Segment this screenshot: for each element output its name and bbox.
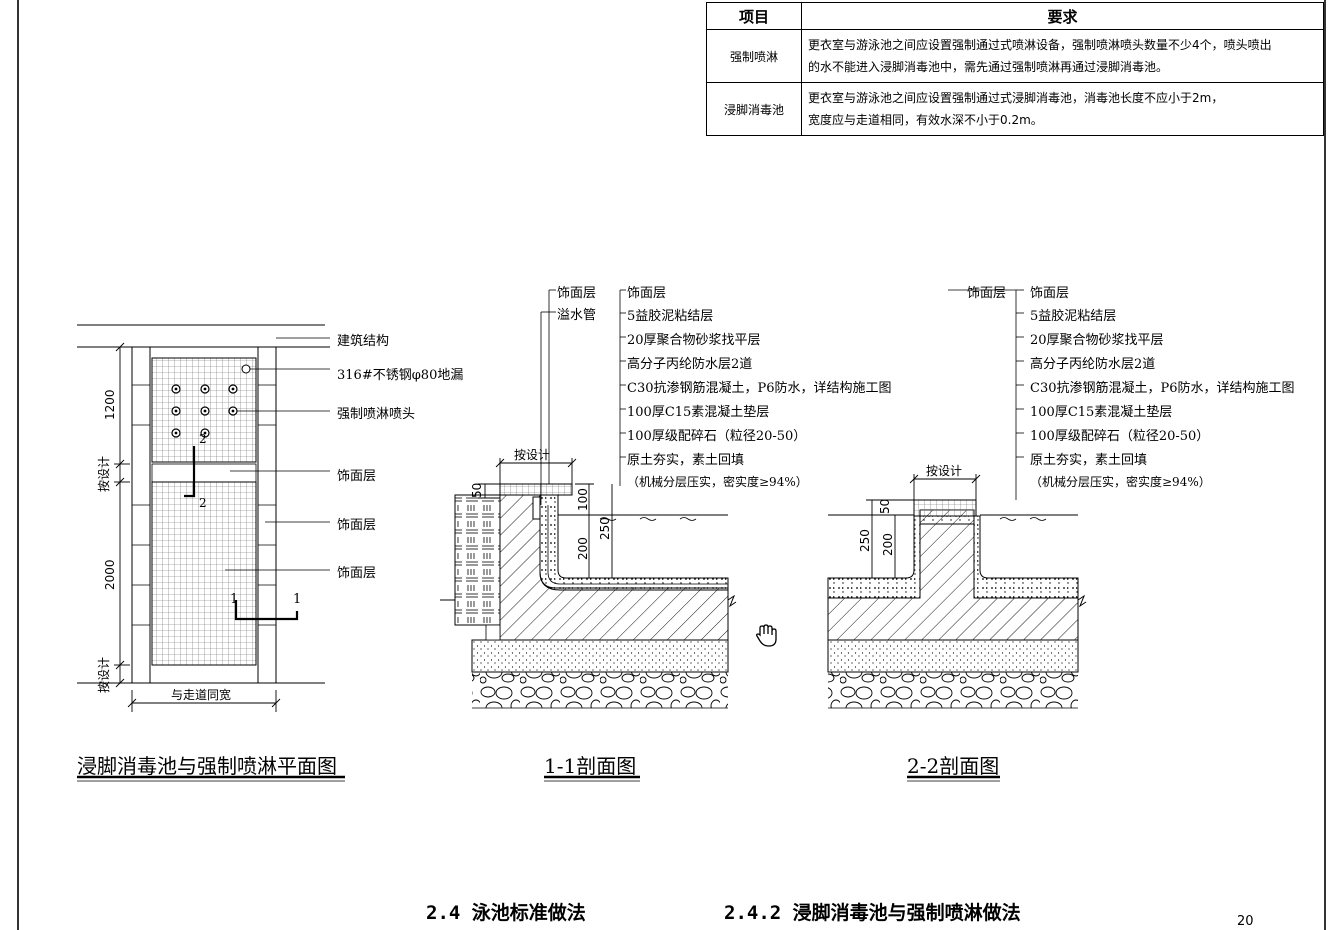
section2-title: 2-2剖面图 (907, 754, 1000, 778)
table-header-requirement: 要求 (801, 2, 1324, 30)
s1-label-finish: 饰面层 (557, 286, 597, 301)
hand-cursor-icon (756, 624, 777, 647)
s1-dim-200: 200 (576, 537, 590, 560)
s1-layer: （机械分层压实，密实度≥94%） (627, 475, 808, 489)
section-1-1-drawing (440, 289, 737, 782)
s2-layer: 20厚聚合物砂浆找平层 (1030, 333, 1164, 348)
plan-width-label: 与走道同宽 (171, 688, 232, 702)
table-cell-item: 强制喷淋 (706, 29, 802, 83)
plan-label-floor-drain: 316#不锈钢φ80地漏 (337, 368, 464, 383)
s2-layer: 饰面层 (1030, 286, 1070, 301)
plan-dim-as-designed: 按设计 (97, 656, 111, 693)
table-cell-requirement: 更衣室与游泳池之间应设置强制通过式浸脚消毒池，消毒池长度不应小于2m， 宽度应与… (801, 82, 1324, 136)
s2-layer: 100厚C15素混凝土垫层 (1030, 405, 1173, 420)
s2-layer: 高分子丙纶防水层2道 (1030, 357, 1156, 372)
s1-dim-50: 50 (470, 482, 484, 498)
s2-dim-250: 250 (858, 529, 872, 552)
section-2-2-drawing (827, 289, 1087, 782)
footer-chapter: 2.4 泳池标准做法 (426, 902, 586, 924)
section-mark: 2 (199, 496, 207, 510)
s2-layer: 100厚级配碎石（粒径20-50） (1030, 429, 1210, 444)
section-mark: 2 (199, 432, 207, 446)
page-number: 20 (1237, 914, 1254, 929)
requirement-line: 更衣室与游泳池之间应设置强制通过式喷淋设备，强制喷淋喷头数量不少4个，喷头喷出 (808, 38, 1272, 52)
requirements-table: 项目 要求 强制喷淋 更衣室与游泳池之间应设置强制通过式喷淋设备，强制喷淋喷头数… (706, 2, 1324, 136)
s2-layer: （机械分层压实，密实度≥94%） (1030, 475, 1211, 489)
s1-layer: 100厚级配碎石（粒径20-50） (627, 429, 807, 444)
plan-dim-as-designed: 按设计 (97, 455, 111, 492)
plan-label-structure: 建筑结构 (337, 334, 390, 349)
s1-dim-100: 100 (576, 488, 590, 511)
requirement-line: 宽度应与走道相同，有效水深不小于0.2m。 (808, 113, 1043, 127)
plan-dim-2000: 2000 (103, 559, 117, 590)
s1-dim-250: 250 (598, 517, 612, 540)
requirement-line: 的水不能进入浸脚消毒池中，需先通过强制喷淋再通过浸脚消毒池。 (808, 60, 1169, 74)
table-cell-requirement: 更衣室与游泳池之间应设置强制通过式喷淋设备，强制喷淋喷头数量不少4个，喷头喷出 … (801, 29, 1324, 83)
table-row: 强制喷淋 更衣室与游泳池之间应设置强制通过式喷淋设备，强制喷淋喷头数量不少4个，… (706, 29, 1324, 83)
s1-label-overflow-pipe: 溢水管 (557, 308, 597, 323)
section1-title: 1-1剖面图 (544, 754, 637, 778)
plan-label-finish: 饰面层 (337, 518, 377, 533)
s2-label-finish: 饰面层 (967, 286, 1007, 301)
table-cell-item: 浸脚消毒池 (706, 82, 802, 136)
s2-layer: 原土夯实，素土回填 (1030, 453, 1148, 468)
s2-layer: 5益胶泥粘结层 (1030, 309, 1117, 324)
plan-view (77, 324, 345, 782)
requirement-line: 更衣室与游泳池之间应设置强制通过式浸脚消毒池，消毒池长度不应小于2m， (808, 91, 1224, 105)
section-mark: 1 (293, 592, 302, 607)
plan-dim-1200: 1200 (103, 389, 117, 420)
plan-title: 浸脚消毒池与强制喷淋平面图 (77, 754, 337, 778)
section-mark: 1 (230, 592, 239, 607)
s2-dim-50: 50 (878, 498, 892, 514)
s1-layer: 20厚聚合物砂浆找平层 (627, 333, 761, 348)
s1-layer: C30抗渗钢筋混凝土，P6防水，详结构施工图 (627, 381, 892, 396)
s2-dim-200: 200 (881, 533, 895, 556)
table-row: 浸脚消毒池 更衣室与游泳池之间应设置强制通过式浸脚消毒池，消毒池长度不应小于2m… (706, 82, 1324, 136)
plan-label-finish: 饰面层 (337, 469, 377, 484)
footer-section: 2.4.2 浸脚消毒池与强制喷淋做法 (724, 902, 1021, 924)
plan-label-finish: 饰面层 (337, 566, 377, 581)
s1-dim-as-designed: 按设计 (514, 448, 551, 462)
s1-layer: 100厚C15素混凝土垫层 (627, 405, 770, 420)
s1-layer: 高分子丙纶防水层2道 (627, 357, 753, 372)
s1-layer: 原土夯实，素土回填 (627, 453, 745, 468)
s2-dim-as-designed: 按设计 (926, 464, 963, 478)
s1-layer: 5益胶泥粘结层 (627, 309, 714, 324)
s2-layer: C30抗渗钢筋混凝土，P6防水，详结构施工图 (1030, 381, 1295, 396)
s1-layer: 饰面层 (627, 286, 667, 301)
plan-label-shower-head: 强制喷淋喷头 (337, 407, 416, 422)
table-header-item: 项目 (706, 2, 802, 30)
